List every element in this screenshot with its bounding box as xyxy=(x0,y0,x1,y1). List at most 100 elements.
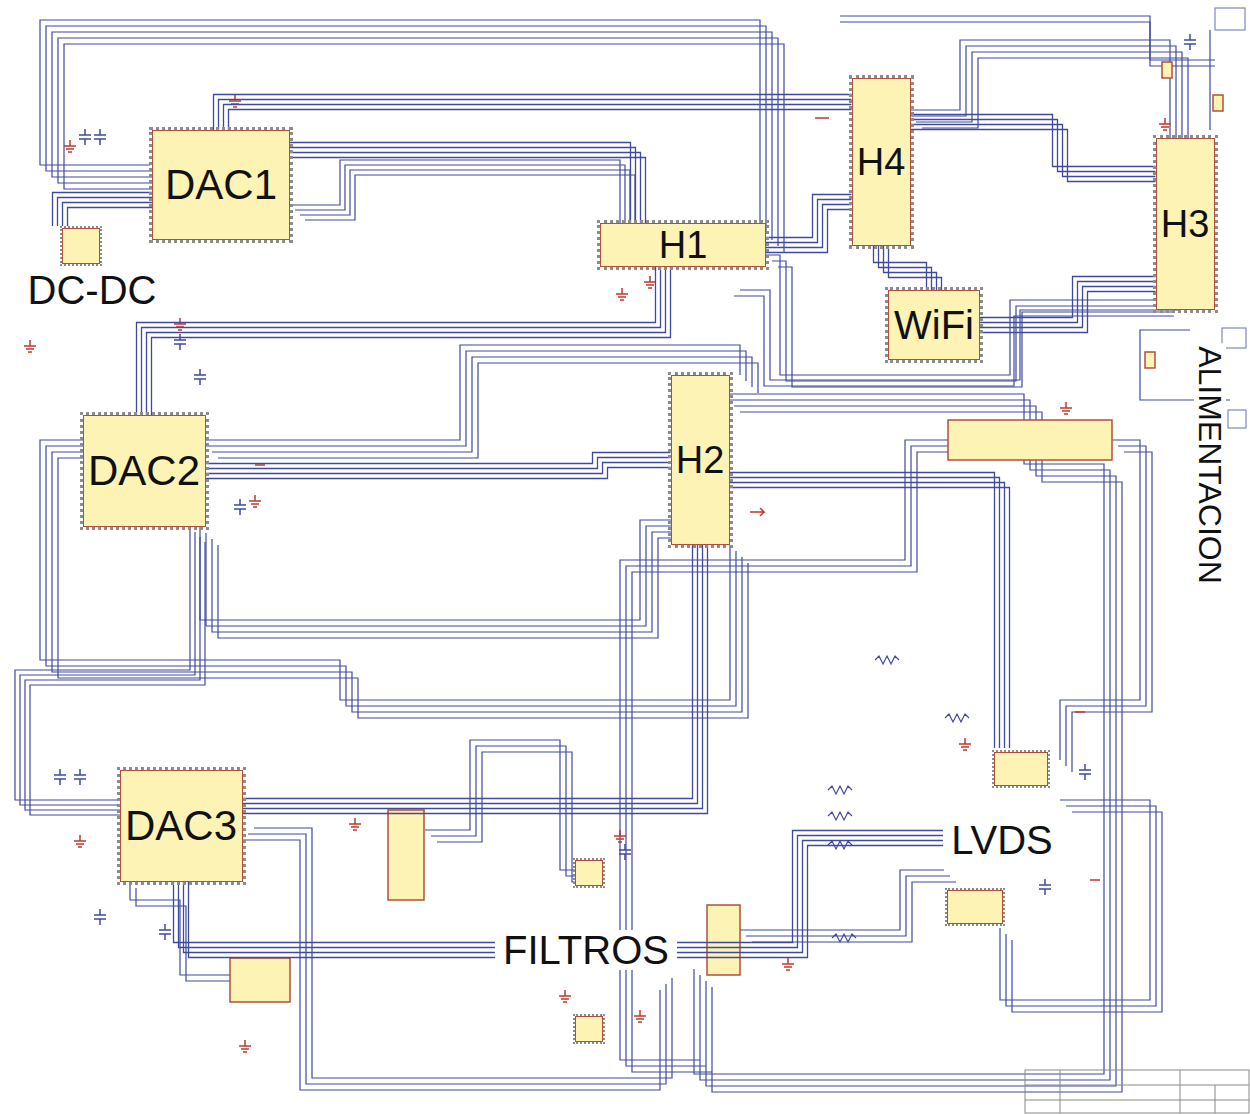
part-label: DAC1 xyxy=(165,164,277,206)
resistor-symbol xyxy=(828,812,852,820)
wire xyxy=(840,22,1215,66)
part-label: DAC2 xyxy=(88,450,200,492)
ground-symbol xyxy=(74,835,86,847)
ic-package xyxy=(707,905,740,975)
part-label: H2 xyxy=(676,441,725,479)
wire xyxy=(677,831,943,943)
resistor-symbol xyxy=(875,656,899,664)
wire xyxy=(778,267,1172,387)
wire xyxy=(980,277,1156,318)
wire xyxy=(922,58,1188,156)
wire xyxy=(766,210,852,253)
wire xyxy=(58,198,153,227)
wire xyxy=(980,292,1156,333)
wire xyxy=(694,394,1104,1074)
ground-symbol xyxy=(644,276,656,288)
wire-bundle xyxy=(980,277,1156,333)
title-block xyxy=(1025,1070,1249,1113)
ground-symbol xyxy=(559,990,571,1002)
wire xyxy=(425,740,578,870)
wire-bundle xyxy=(214,95,852,131)
capacitor-symbol xyxy=(234,499,246,515)
wire xyxy=(40,20,760,228)
wire xyxy=(136,888,236,981)
wire xyxy=(53,193,153,227)
wire-bundle xyxy=(53,193,153,227)
wire xyxy=(179,882,496,948)
wire-bundle xyxy=(730,473,1010,749)
wire-bundle xyxy=(174,882,496,958)
dac-chip: DAC2 xyxy=(83,415,206,527)
ground-symbol xyxy=(614,830,626,842)
wire xyxy=(879,246,932,290)
wire xyxy=(911,120,1156,172)
wire xyxy=(68,208,153,227)
wire xyxy=(212,532,684,632)
wire xyxy=(766,200,852,243)
wire xyxy=(740,290,1180,380)
wire xyxy=(174,882,496,943)
ground-symbol xyxy=(1060,402,1072,414)
wire xyxy=(740,870,944,930)
wire xyxy=(214,95,852,131)
wire xyxy=(884,246,937,290)
wire xyxy=(137,267,656,415)
wire xyxy=(206,468,671,479)
wire-bundle xyxy=(290,143,646,224)
ground-symbol xyxy=(634,1010,646,1022)
wire xyxy=(911,115,1156,167)
wire xyxy=(290,148,636,224)
resistor-symbol xyxy=(945,714,969,722)
wire xyxy=(730,488,1010,749)
capacitor-symbol xyxy=(74,769,86,785)
wire xyxy=(677,846,943,958)
wire xyxy=(889,246,942,290)
wire xyxy=(290,153,641,224)
lvds-group: LVDS xyxy=(943,748,1061,928)
wire xyxy=(677,841,943,953)
wire xyxy=(290,158,646,224)
capacitor-symbol xyxy=(94,909,106,925)
diode-package xyxy=(1145,352,1155,368)
wire xyxy=(64,44,784,252)
ground-symbol xyxy=(349,818,361,830)
wire xyxy=(431,746,584,876)
ground-symbol xyxy=(174,318,186,330)
header-connector: H1 xyxy=(600,223,766,267)
capacitor-symbol xyxy=(79,129,91,145)
title-block-grid xyxy=(1025,1070,1249,1113)
ground-symbol xyxy=(24,340,36,352)
wire xyxy=(206,351,746,446)
part-label: DC-DC xyxy=(25,270,160,310)
wire xyxy=(772,261,1166,381)
ic-package xyxy=(947,890,1003,924)
part-label: DAC3 xyxy=(125,805,237,847)
wire xyxy=(219,100,852,131)
capacitor-symbol xyxy=(619,844,631,860)
wire-bundle xyxy=(137,267,671,415)
wire xyxy=(677,836,943,948)
wire xyxy=(58,38,778,246)
wire xyxy=(52,32,772,240)
wire xyxy=(218,538,690,638)
part-label: FILTROS xyxy=(500,930,672,970)
wire-bundle xyxy=(911,115,1156,182)
wire-bundle xyxy=(766,195,852,253)
wire xyxy=(147,267,666,415)
wire xyxy=(206,526,678,626)
wire xyxy=(63,203,153,227)
ic-package xyxy=(575,1016,603,1042)
wire xyxy=(200,520,672,620)
wire xyxy=(632,452,960,1072)
wire xyxy=(980,282,1156,323)
part-label: WiFi xyxy=(894,305,974,345)
wire xyxy=(300,170,630,238)
wire xyxy=(980,287,1156,328)
power-flag xyxy=(255,118,1100,880)
filter-group: FILTROS xyxy=(495,856,677,1044)
ground-symbol xyxy=(239,1040,251,1052)
wire xyxy=(1072,452,1152,772)
wire xyxy=(206,463,671,474)
wire xyxy=(305,175,635,243)
